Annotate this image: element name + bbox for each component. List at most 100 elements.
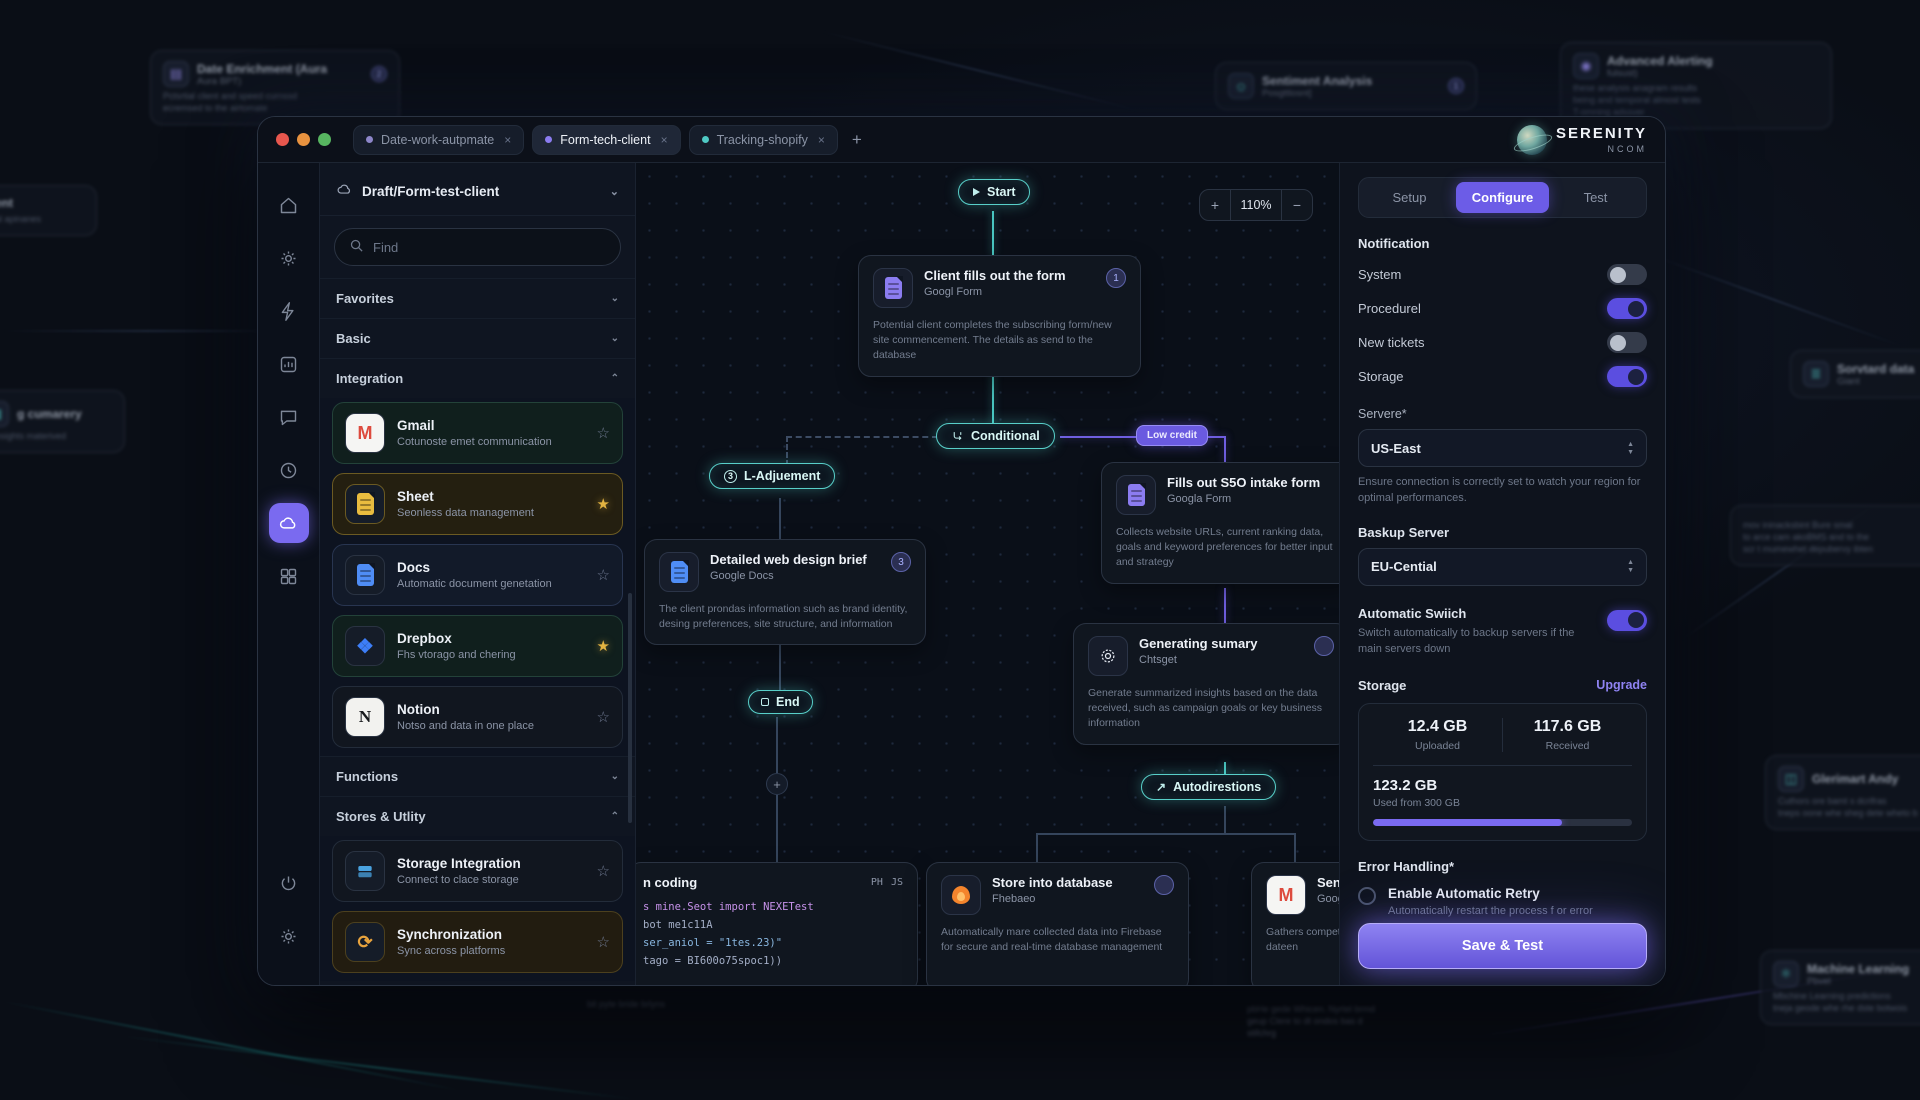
- zoom-in-button[interactable]: +: [1200, 190, 1230, 220]
- code-block: s mine.Seot import NEXETest bot me1c11A …: [643, 899, 903, 970]
- search-icon: [349, 238, 364, 256]
- section-functions[interactable]: Functions ⌄: [320, 756, 635, 796]
- storage-toggle[interactable]: [1607, 366, 1647, 387]
- ai-settings-icon[interactable]: [269, 238, 309, 278]
- close-tab-icon[interactable]: ×: [818, 133, 825, 147]
- auto-switch-row: Automatic Swiich Switch automatically to…: [1358, 606, 1647, 658]
- tab-tracking-shopify[interactable]: Tracking-shopify ×: [689, 125, 838, 155]
- stop-icon: [761, 698, 769, 706]
- new-tickets-toggle[interactable]: [1607, 332, 1647, 353]
- tab-dot: [366, 136, 373, 143]
- connector-line: [776, 795, 778, 862]
- favorite-star-icon[interactable]: ☆: [597, 566, 610, 584]
- connector-line: [1036, 833, 1038, 862]
- favorite-star-icon[interactable]: ★: [597, 495, 610, 513]
- apps-grid-icon[interactable]: [269, 556, 309, 596]
- server-select[interactable]: US-East ▲▼: [1358, 429, 1647, 467]
- node-badge: 3: [891, 552, 911, 572]
- section-stores-utility[interactable]: Stores & Utlity ⌃: [320, 796, 635, 836]
- node-sso-intake[interactable]: Fills out S5O intake form Googla Form Co…: [1101, 462, 1339, 584]
- section-favorites[interactable]: Favorites ⌄: [320, 278, 635, 318]
- favorite-star-icon[interactable]: ☆: [597, 708, 610, 726]
- tab-configure[interactable]: Configure: [1456, 182, 1549, 213]
- list-item-synchronization[interactable]: ⟳ Synchronization Sync across platforms …: [332, 911, 623, 973]
- chat-icon[interactable]: [269, 397, 309, 437]
- list-item-storage-integration[interactable]: Storage Integration Connect to clace sto…: [332, 840, 623, 902]
- node-adjustment[interactable]: 3 L-Adjuement: [709, 463, 835, 489]
- minimize-window-button[interactable]: [297, 133, 310, 146]
- tab-label: Tracking-shopify: [717, 133, 808, 147]
- node-end[interactable]: End: [748, 690, 813, 714]
- sheet-icon: [345, 484, 385, 524]
- workflow-canvas[interactable]: + 110% − Start Client fills out the form…: [636, 163, 1339, 985]
- tab-bar: Date-work-autpmate × Form-tech-client × …: [353, 125, 868, 155]
- node-conditional[interactable]: Conditional: [936, 423, 1055, 449]
- bg-text-bottom-left: bit pyte bride brlyns: [575, 985, 725, 1020]
- node-store-database[interactable]: Store into database Fhebaeo Automaticall…: [926, 862, 1189, 985]
- node-design-brief[interactable]: Detailed web design brief Google Docs 3 …: [644, 539, 926, 645]
- section-basic[interactable]: Basic ⌄: [320, 318, 635, 358]
- new-tab-button[interactable]: +: [846, 130, 868, 150]
- tab-date-work-automate[interactable]: Date-work-autpmate ×: [353, 125, 524, 155]
- toggle-row-system: System: [1358, 264, 1647, 285]
- tab-test[interactable]: Test: [1549, 182, 1642, 213]
- automation-bolt-icon[interactable]: [269, 291, 309, 331]
- cloud-sync-icon[interactable]: [269, 503, 309, 543]
- panel-scrollbar[interactable]: [628, 593, 632, 823]
- node-start[interactable]: Start: [958, 179, 1030, 205]
- connector-line: [1294, 833, 1296, 862]
- storage-stats-card: 12.4 GB Uploaded 117.6 GB Received 123.2…: [1358, 703, 1647, 841]
- history-icon[interactable]: [269, 450, 309, 490]
- retry-radio-button[interactable]: [1358, 887, 1376, 905]
- system-toggle[interactable]: [1607, 264, 1647, 285]
- list-item-sheet[interactable]: Sheet Seonless data management ★: [332, 473, 623, 535]
- connector-line-dashed: [786, 436, 938, 438]
- favorite-star-icon[interactable]: ☆: [597, 933, 610, 951]
- docs-icon: [659, 552, 699, 592]
- list-item-notion[interactable]: N Notion Notso and data in one place ☆: [332, 686, 623, 748]
- upgrade-link[interactable]: Upgrade: [1596, 678, 1647, 692]
- favorite-star-icon[interactable]: ★: [597, 637, 610, 655]
- zoom-out-button[interactable]: −: [1282, 190, 1312, 220]
- home-icon[interactable]: [269, 185, 309, 225]
- bg-card-right2: mov ininacksbint Bure smal to arce cam a…: [1730, 505, 1920, 566]
- list-item-gmail[interactable]: M Gmail Cotunoste emet communication ☆: [332, 402, 623, 464]
- backup-server-select[interactable]: EU-Cential ▲▼: [1358, 548, 1647, 586]
- favorite-star-icon[interactable]: ☆: [597, 424, 610, 442]
- list-item-dropbox[interactable]: ❖ Drepbox Fhs vtorago and chering ★: [332, 615, 623, 677]
- chevron-down-icon: ⌄: [611, 771, 619, 782]
- branch-label-badge[interactable]: Low credit: [1136, 425, 1208, 446]
- add-node-button[interactable]: +: [766, 773, 788, 795]
- used-value: 123.2 GB: [1373, 777, 1632, 794]
- maximize-window-button[interactable]: [318, 133, 331, 146]
- close-window-button[interactable]: [276, 133, 289, 146]
- tab-form-tech-client[interactable]: Form-tech-client ×: [532, 125, 680, 155]
- app-logo: SERENITY NCOM: [1517, 125, 1647, 155]
- node-client-form[interactable]: Client fills out the form Googl Form 1 P…: [858, 255, 1141, 377]
- node-generating-summary[interactable]: Generating sumary Chtsget Generate summa…: [1073, 623, 1339, 745]
- received-label: Received: [1503, 740, 1632, 752]
- bg-card-ml: ⚛ Machine Learning Pbvel Mbchine Learnin…: [1760, 950, 1920, 1025]
- analytics-icon[interactable]: [269, 344, 309, 384]
- workflow-selector[interactable]: Draft/Form-test-client ⌄: [320, 163, 635, 216]
- power-icon[interactable]: [269, 863, 309, 903]
- save-and-test-button[interactable]: Save & Test: [1358, 923, 1647, 969]
- bg-card-summary: ▦ g cumarery or insights materived: [0, 390, 125, 453]
- toggle-row-new-tickets: New tickets: [1358, 332, 1647, 353]
- auto-switch-toggle[interactable]: [1607, 610, 1647, 631]
- tab-setup[interactable]: Setup: [1363, 182, 1456, 213]
- procedural-toggle[interactable]: [1607, 298, 1647, 319]
- close-tab-icon[interactable]: ×: [504, 133, 511, 147]
- section-integration[interactable]: Integration ⌃: [320, 358, 635, 398]
- node-coding[interactable]: n coding PH JS s mine.Seot import NEXETe…: [636, 862, 918, 985]
- close-tab-icon[interactable]: ×: [661, 133, 668, 147]
- list-item-docs[interactable]: Docs Automatic document genetation ☆: [332, 544, 623, 606]
- search-box[interactable]: Find: [334, 228, 621, 266]
- favorite-star-icon[interactable]: ☆: [597, 862, 610, 880]
- node-autodirections[interactable]: ↗ Autodirestions: [1141, 774, 1276, 800]
- node-send-email[interactable]: M Send l Googl Gathers compet gogy, Goog…: [1251, 862, 1339, 985]
- configuration-panel: Setup Configure Test Notification System…: [1339, 163, 1665, 985]
- form-doc-icon: [873, 268, 913, 308]
- settings-icon[interactable]: [269, 916, 309, 956]
- bell-icon: ◉: [1573, 53, 1599, 79]
